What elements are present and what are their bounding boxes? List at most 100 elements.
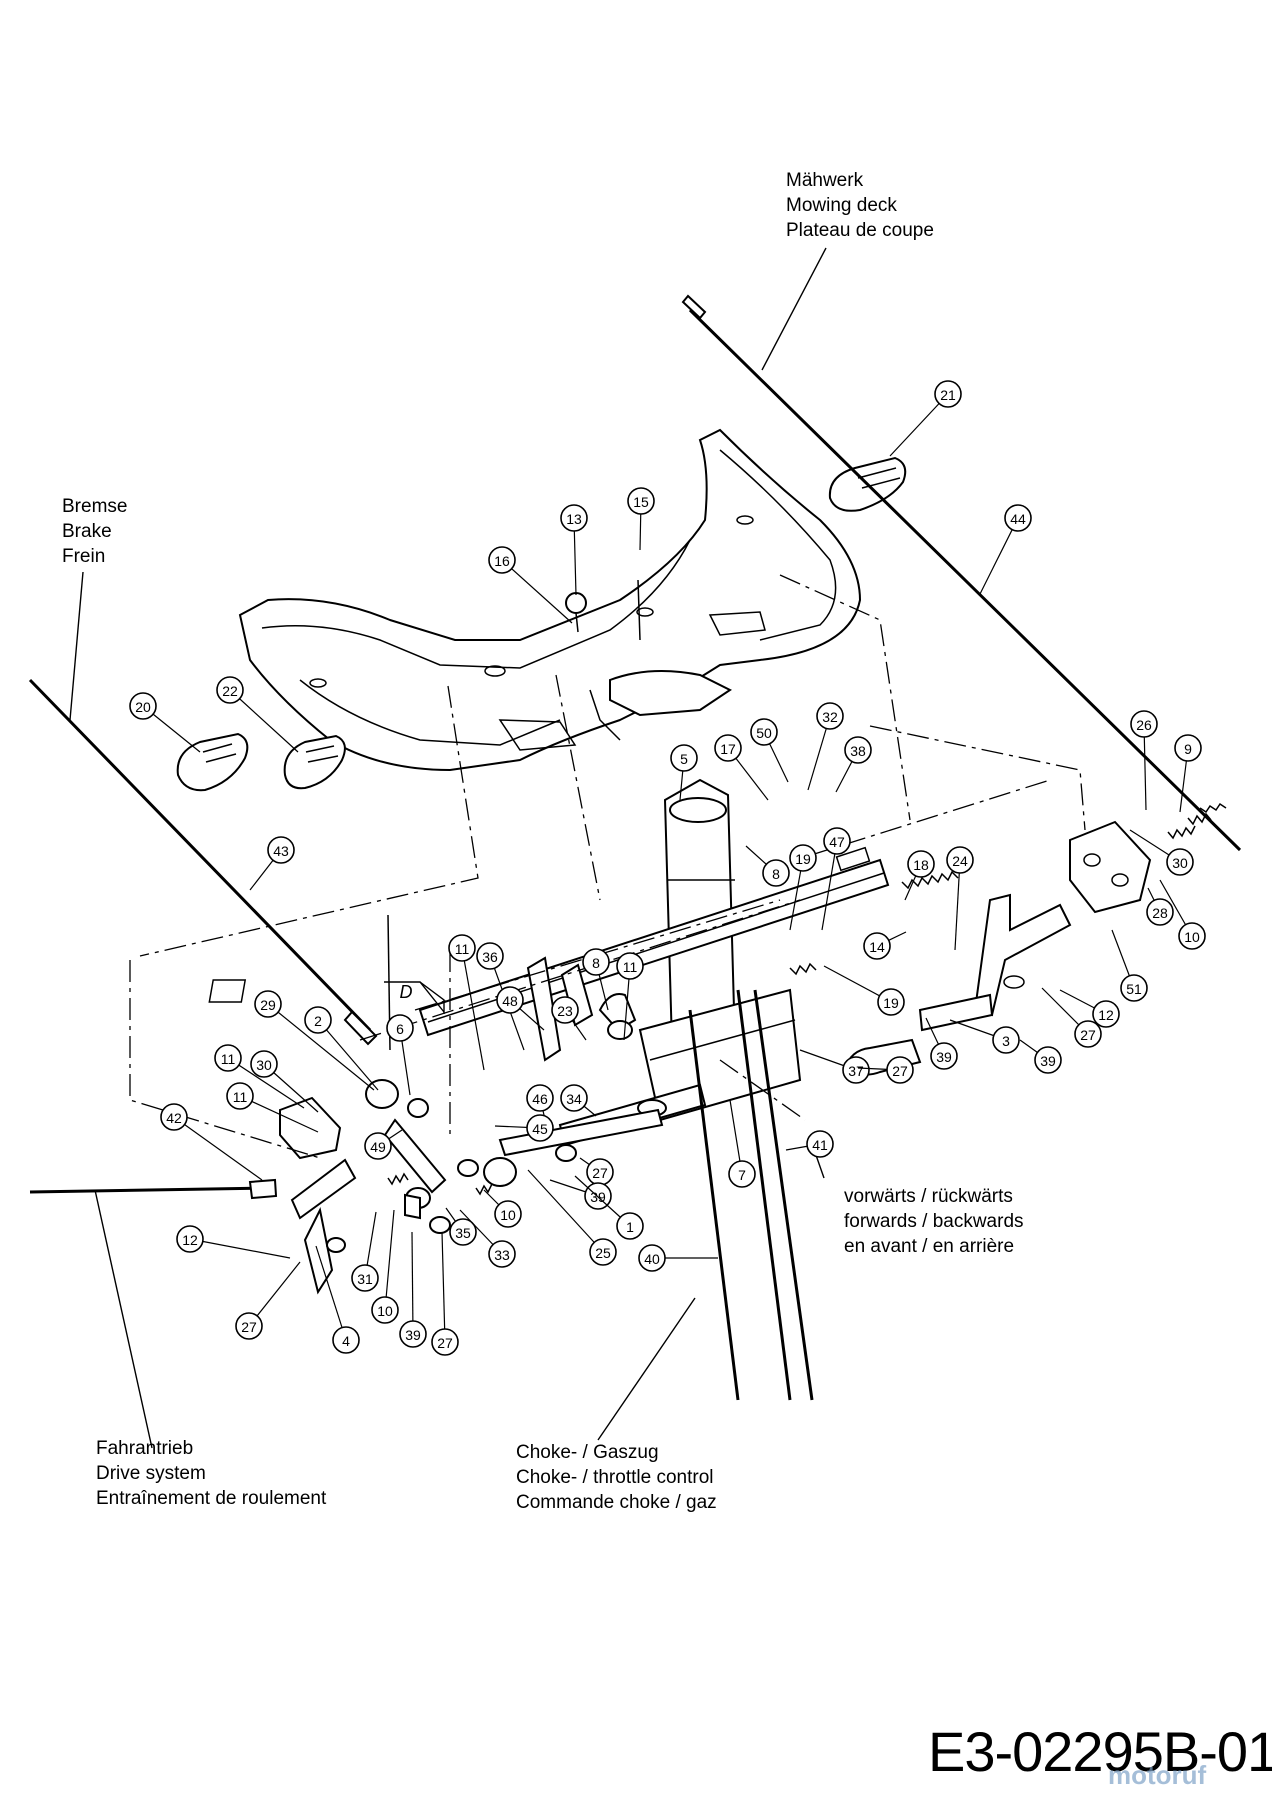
callout-16: 16 (488, 546, 573, 624)
callout-circle (627, 487, 655, 515)
callout-circle (351, 1264, 379, 1292)
callout-circle (332, 1326, 360, 1354)
callout-number: 2 (314, 1013, 322, 1029)
callout-48: 48 (496, 986, 545, 1031)
callout-40: 40 (638, 1244, 718, 1272)
callout-leader (227, 1057, 305, 1109)
callout-number: 1 (626, 1219, 634, 1235)
callout-32: 32 (807, 702, 844, 791)
callout-number: 19 (883, 995, 899, 1011)
callout-21: 21 (889, 380, 962, 457)
callout-number: 20 (135, 699, 151, 715)
callout-43: 43 (249, 836, 295, 891)
callout-circle (1120, 974, 1148, 1002)
callout-3: 3 (949, 1019, 1020, 1054)
callout-circle (371, 1296, 399, 1324)
springs (387, 812, 1212, 1196)
callout-circle (226, 1082, 254, 1110)
callout-leader (189, 1238, 291, 1259)
callout-circle (670, 744, 698, 772)
callout-circle (448, 934, 476, 962)
callout-9: 9 (1174, 734, 1202, 813)
callout-leader (317, 1019, 379, 1091)
callout-circle (1174, 734, 1202, 762)
callout-number: 31 (357, 1271, 373, 1287)
callout-number: 11 (455, 941, 470, 957)
callout-number: 22 (222, 683, 238, 699)
callout-circle (431, 1328, 459, 1356)
callout-circle (992, 1026, 1020, 1054)
callout-leader (229, 689, 299, 753)
callout-circle (176, 1225, 204, 1253)
callout-circle (526, 1114, 554, 1142)
callout-circle (449, 1218, 477, 1246)
callout-number: 44 (1010, 511, 1026, 527)
callout-number: 7 (738, 1167, 746, 1183)
callout-27: 27 (431, 1231, 459, 1356)
cables (28, 294, 1242, 1401)
label-drive-system: Fahrantrieb Drive system Entraînement de… (96, 1436, 326, 1511)
callout-circle (235, 1312, 263, 1340)
callout-8: 8 (745, 845, 790, 887)
callout-circle (762, 859, 790, 887)
callout-number: 28 (1152, 905, 1168, 921)
callout-number: 27 (892, 1063, 908, 1079)
callout-28: 28 (1146, 887, 1174, 926)
callout-39: 39 (1019, 1039, 1062, 1074)
callout-number: 11 (221, 1051, 236, 1067)
callout-37: 37 (799, 1049, 870, 1084)
callout-number: 11 (233, 1089, 248, 1105)
callout-leader (173, 1116, 263, 1181)
callout-circle (1178, 922, 1206, 950)
callout-8: 8 (582, 948, 610, 1011)
callout-number: 39 (1040, 1053, 1056, 1069)
callout-19: 19 (789, 844, 817, 931)
label-mowing-deck: Mähwerk Mowing deck Plateau de coupe (786, 168, 934, 243)
callout-10: 10 (483, 1189, 522, 1228)
callout-11: 11 (616, 952, 644, 1041)
callout-circle (728, 1160, 756, 1188)
callout-circle (907, 850, 935, 878)
callout-14: 14 (863, 931, 907, 960)
callout-circle (267, 836, 295, 864)
callout-leader (315, 1245, 347, 1341)
callout-number: 10 (500, 1207, 516, 1223)
callout-circle (399, 1320, 427, 1348)
callout-2: 2 (304, 1006, 379, 1091)
document-id: E3-02295B-01 (928, 1720, 1272, 1783)
callout-circle (1146, 898, 1174, 926)
callout-45: 45 (494, 1114, 554, 1142)
callout-number: 27 (592, 1165, 608, 1181)
callout-leader (821, 840, 838, 931)
callout-number: 19 (795, 851, 811, 867)
callout-13: 13 (560, 504, 588, 596)
callout-circle (526, 1084, 554, 1112)
callout-number: 23 (557, 1003, 573, 1019)
callout-number: 10 (1184, 929, 1200, 945)
callout-23: 23 (551, 996, 587, 1041)
watermark-logo: motoruf (1108, 1760, 1207, 1790)
callout-number: 37 (848, 1063, 864, 1079)
callout-number: 14 (869, 939, 885, 955)
callout-12: 12 (1059, 989, 1120, 1028)
callout-circle (863, 932, 891, 960)
label-drive-de: Fahrantrieb (96, 1438, 194, 1459)
callout-leader (889, 393, 949, 457)
label-direction-en: forwards / backwards (844, 1211, 1024, 1232)
label-drive-fr: Entraînement de roulement (96, 1488, 327, 1509)
callout-39: 39 (399, 1231, 427, 1348)
callout-leader (267, 1003, 375, 1091)
callout-circle (877, 988, 905, 1016)
callout-number: 39 (405, 1327, 421, 1343)
callout-10: 10 (1159, 879, 1206, 950)
callout-number: 47 (829, 834, 845, 850)
callout-circle (946, 846, 974, 874)
callout-circle (1004, 504, 1032, 532)
callout-circle (750, 718, 778, 746)
callout-circle (1074, 1020, 1102, 1048)
callout-27: 27 (1041, 987, 1102, 1048)
callout-number: 15 (633, 494, 649, 510)
callout-number: 39 (936, 1049, 952, 1065)
callout-29: 29 (254, 990, 375, 1091)
